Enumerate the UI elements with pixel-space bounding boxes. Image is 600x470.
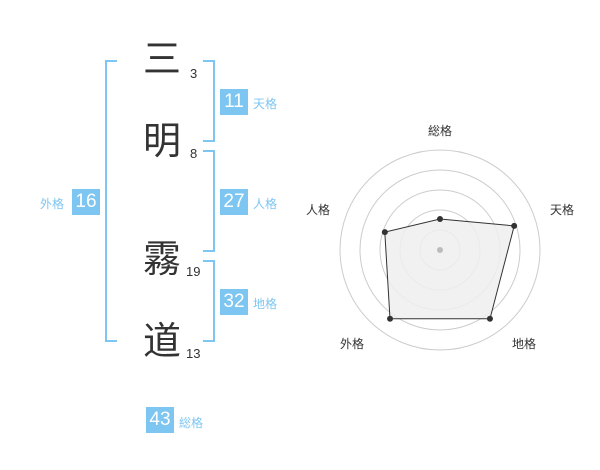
radar-polygon — [384, 218, 515, 320]
chikaku-value-badge: 32 — [220, 289, 248, 315]
radar-label-chikaku: 地格 — [512, 337, 537, 351]
soukaku-label: 総格 — [179, 416, 204, 430]
radar-label-tenkaku: 天格 — [550, 203, 575, 217]
gaikaku-bracket — [105, 60, 117, 342]
radar-label-jinkaku: 人格 — [306, 203, 331, 217]
stroke-count-2: 8 — [190, 146, 198, 161]
soukaku-value-badge: 43 — [146, 407, 174, 433]
stroke-count-3: 19 — [186, 264, 201, 279]
radar-point-3 — [486, 315, 493, 322]
stroke-count-4: 13 — [186, 346, 201, 361]
radar-ring — [359, 169, 521, 331]
radar-center — [437, 247, 443, 253]
jinkaku-value-badge: 27 — [220, 189, 248, 215]
radar-label-soukaku: 総格 — [428, 124, 453, 138]
name-char-4: 道 — [142, 319, 181, 363]
radar-point-2 — [511, 222, 518, 229]
chikaku-bracket — [203, 260, 215, 342]
name-char-1: 三 — [142, 37, 181, 81]
gaikaku-label: 外格 — [40, 197, 65, 211]
tenkaku-label: 天格 — [253, 97, 278, 111]
name-char-3: 霧 — [142, 237, 181, 281]
radar-ring — [339, 149, 541, 351]
gaikaku-value-badge: 16 — [72, 189, 100, 215]
stroke-count-1: 3 — [190, 66, 198, 81]
tenkaku-bracket — [203, 60, 215, 142]
radar-point-5 — [381, 229, 388, 236]
name-char-2: 明 — [142, 119, 181, 163]
chikaku-label: 地格 — [253, 297, 278, 311]
tenkaku-value-badge: 11 — [220, 89, 248, 115]
radar-point-4 — [387, 315, 394, 322]
radar-point-1 — [437, 216, 443, 222]
radar-label-gaikaku: 外格 — [340, 337, 365, 351]
jinkaku-bracket — [203, 150, 215, 252]
jinkaku-label: 人格 — [253, 197, 278, 211]
